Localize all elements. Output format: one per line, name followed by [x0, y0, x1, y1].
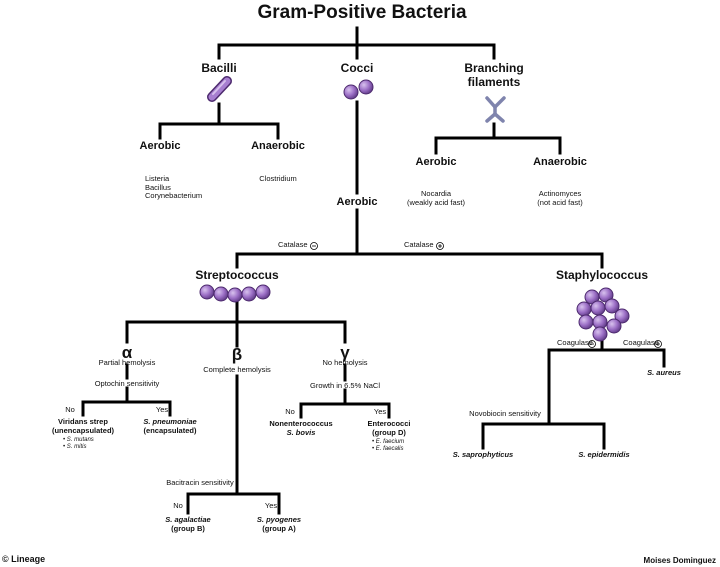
optochin-test-label: Optochin sensitivity [94, 379, 160, 388]
catalase-positive-label: Catalase [404, 240, 434, 249]
s-saprophyticus-result: S. saprophyticus [452, 450, 514, 459]
gamma-symbol: γ [340, 343, 350, 362]
bacilli-label: Bacilli [201, 61, 237, 75]
bacilli-aerobic-label: Aerobic [139, 140, 181, 152]
branching-aerobic-label: Aerobic [415, 156, 457, 168]
beta-symbol: β [231, 345, 243, 364]
nonenterococcus-result: Nonenterococcus S. bovis [269, 419, 333, 437]
species-s-mutans: S. mutans [66, 437, 94, 443]
species-e-faecalis: E. faecalis [375, 445, 404, 452]
coagulase-negative-icon [588, 340, 596, 348]
gamma-description: No hemolysis [322, 358, 368, 367]
coagulase-negative-label: Coagulase [557, 338, 593, 347]
agalactiae-result: S. agalactiae (group B) [165, 515, 211, 533]
streptococcus-label: Streptococcus [195, 268, 279, 282]
example-nocardia: Nocardia [420, 189, 451, 198]
example-clostridium: Clostridium [259, 174, 297, 183]
sign-markers [310, 242, 662, 348]
coagulase-positive-label: Coagulase [623, 338, 659, 347]
pyogenes-name: S. pyogenes [256, 515, 302, 524]
alpha-symbol: α [121, 343, 133, 362]
enterococci-species-list: • E. faecium • E. faecalis [372, 439, 405, 452]
catalase-negative-label: Catalase [278, 240, 308, 249]
bacillus-rod-icon [207, 76, 232, 102]
author-credit: Moises Dominguez [643, 556, 716, 565]
cocci-label: Cocci [340, 61, 374, 75]
copyright-lineage: © Lineage [2, 554, 46, 564]
pneumoniae-name: S. pneumoniae [143, 417, 197, 426]
bacitracin-yes-label: Yes [264, 501, 278, 510]
optochin-yes-label: Yes [155, 405, 169, 414]
agalactiae-note: (group B) [171, 523, 205, 533]
optochin-no-label: No [65, 405, 75, 414]
viridans-strep-result: Viridans strep (unencapsulated) [51, 417, 115, 435]
nonenterococcus-name: Nonenterococcus [269, 419, 333, 428]
bacitracin-no-label: No [173, 501, 183, 510]
pneumoniae-note: (encapsulated) [143, 425, 197, 435]
connector-lines [81, 26, 666, 515]
alpha-description: Partial hemolysis [98, 358, 156, 367]
catalase-negative-icon [310, 242, 318, 250]
novobiocin-test-label: Novobiocin sensitivity [469, 409, 541, 418]
species-e-faecium: E. faecium [375, 439, 405, 445]
branching-anaerobic-label: Anaerobic [533, 156, 587, 168]
pyogenes-result: S. pyogenes (group A) [256, 515, 302, 533]
cocci-pair-icon [343, 79, 374, 100]
cocci-aerobic-label: Aerobic [336, 196, 378, 208]
s-bovis-name: S. bovis [286, 427, 316, 437]
example-listeria: Listeria [145, 174, 170, 183]
beta-description: Complete hemolysis [203, 365, 271, 374]
bacilli-aerobic-examples: Listeria Bacillus Corynebacterium [145, 174, 203, 201]
pneumoniae-result: S. pneumoniae (encapsulated) [143, 417, 197, 435]
bacitracin-test-label: Bacitracin sensitivity [166, 478, 234, 487]
diagram-title: Gram-Positive Bacteria [257, 2, 467, 23]
example-bacillus: Bacillus [145, 182, 171, 192]
branching-anaerobic-examples: Actinomyces (not acid fast) [537, 189, 583, 207]
s-epidermidis-result: S. epidermidis [578, 450, 630, 459]
bacilli-anaerobic-label: Anaerobic [251, 140, 305, 152]
staphylococcus-label: Staphylococcus [555, 268, 649, 282]
nacl-yes-label: Yes [373, 407, 387, 416]
branching-aerobic-examples: Nocardia (weakly acid fast) [407, 189, 465, 207]
nacl-no-label: No [285, 407, 295, 416]
example-nocardia-note: (weakly acid fast) [407, 197, 465, 207]
agalactiae-name: S. agalactiae [165, 515, 211, 524]
enterococci-result: Enterococci (group D) [367, 419, 411, 437]
viridans-species-list: • S. mutans • S. mitis [63, 437, 94, 450]
catalase-positive-icon [436, 242, 444, 250]
example-actinomyces: Actinomyces [538, 189, 582, 198]
staphylococcus-cluster-icon [576, 287, 630, 342]
branching-filaments-label: Branching filaments [464, 61, 524, 89]
coagulase-positive-icon [654, 340, 662, 348]
example-actinomyces-note: (not acid fast) [537, 197, 583, 207]
example-corynebacterium: Corynebacterium [145, 191, 203, 201]
species-s-mitis: S. mitis [66, 443, 87, 450]
streptococcus-chain-icon [199, 284, 271, 303]
nacl-test-label: Growth in 6.5% NaCl [309, 381, 381, 390]
branching-filament-icon [485, 96, 506, 123]
pyogenes-note: (group A) [262, 523, 296, 533]
s-aureus-result: S. aureus [647, 368, 681, 377]
